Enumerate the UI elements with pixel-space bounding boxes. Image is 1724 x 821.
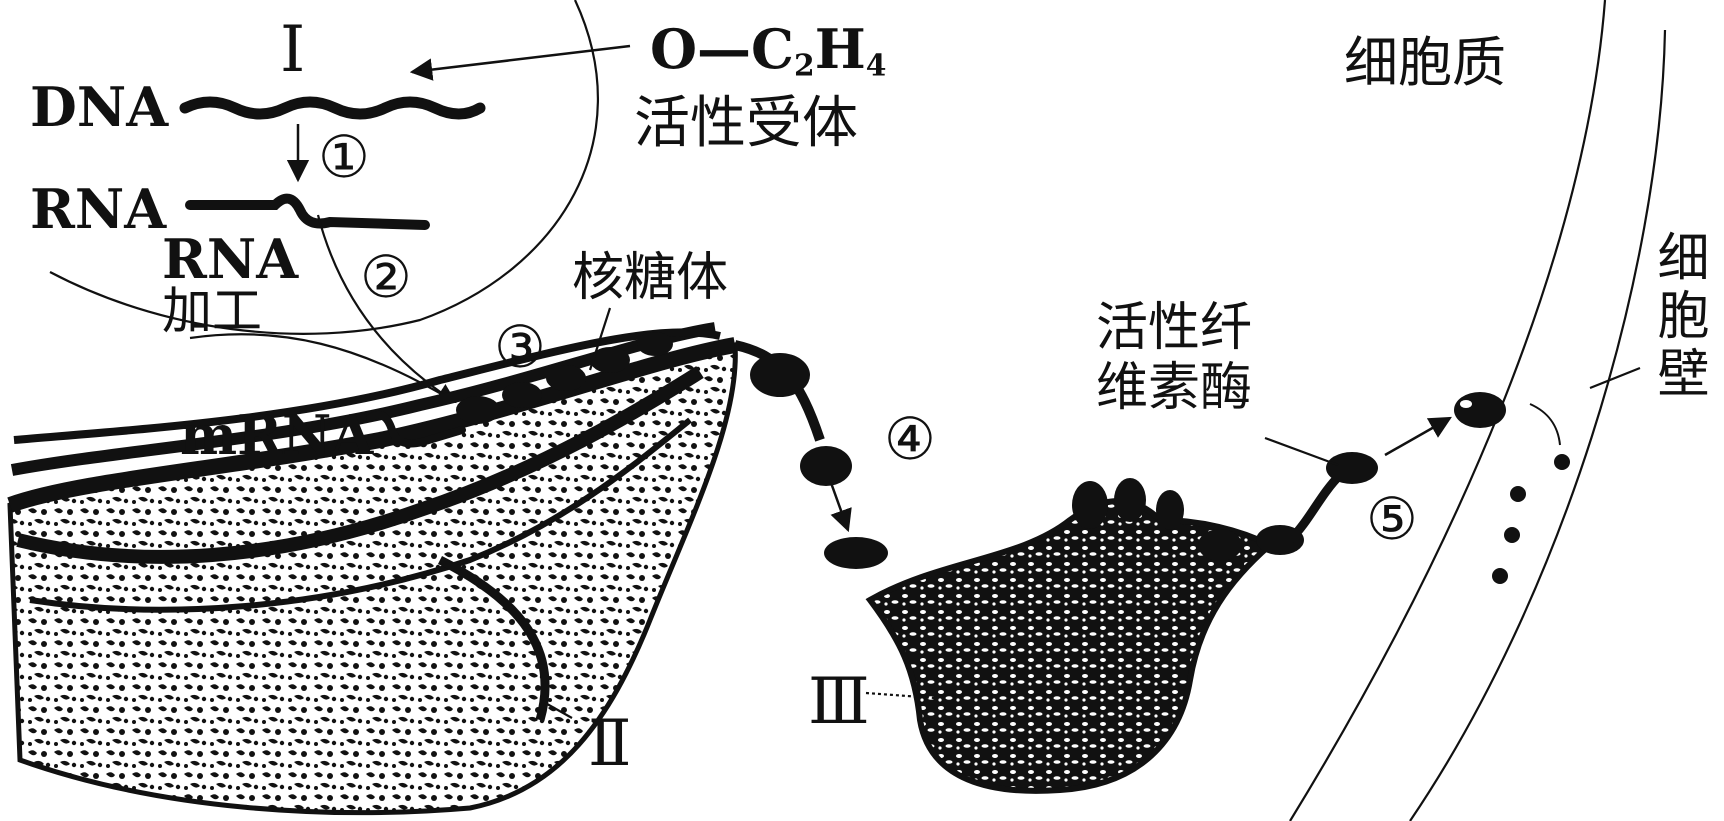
rna-strand	[185, 193, 430, 230]
leader-ii	[539, 699, 573, 719]
secreted-enzyme-dots	[1492, 403, 1570, 584]
arrow-processing-line	[189, 333, 456, 403]
label-structure-i: Ⅰ	[280, 13, 305, 87]
transport-vesicles	[733, 340, 888, 569]
leader-ribosome	[588, 307, 612, 371]
label-receptor: 活性受体	[634, 91, 858, 156]
plasma-membrane	[1289, 0, 1607, 821]
label-rna-processing-1: RNA	[162, 227, 299, 291]
cellulase-vesicles	[1286, 392, 1506, 544]
label-step-2: ②	[360, 243, 412, 311]
label-hormone: O—C2H4	[650, 17, 887, 84]
leader-cell-wall	[1589, 366, 1641, 390]
arrow-hormone-to-nucleus	[409, 44, 631, 81]
dna-strand	[179, 96, 486, 120]
label-cell-wall: 细胞壁	[1648, 230, 1708, 404]
nuclear-envelope-outer	[49, 0, 599, 335]
label-step-1: ①	[318, 123, 370, 191]
label-structure-ii: Ⅱ	[588, 707, 631, 781]
label-rna-processing-2: 加工	[162, 282, 262, 340]
label-step-3: ③	[494, 313, 546, 381]
label-ribosome: 核糖体	[572, 248, 729, 308]
label-step-4: ④	[884, 405, 936, 473]
arrow-er-to-golgi	[828, 479, 852, 533]
label-cytoplasm: 细胞质	[1344, 31, 1506, 94]
leader-cellulase	[1264, 436, 1339, 467]
label-step-5: ⑤	[1366, 485, 1418, 553]
golgi-apparatus	[865, 478, 1304, 794]
label-cellulase-2: 维素酶	[1096, 358, 1253, 418]
ribosomes	[456, 332, 673, 424]
label-cellulase-1: 活性纤	[1096, 298, 1253, 358]
arrow-golgi-to-membrane	[1384, 416, 1452, 457]
cell-wall-line	[1409, 29, 1667, 821]
label-rna: RNA	[30, 177, 167, 241]
label-dna: DNA	[30, 75, 169, 139]
label-mrna: mRNA	[180, 403, 374, 467]
endoplasmic-reticulum	[7, 322, 738, 816]
mrna-strand	[366, 411, 466, 448]
label-structure-iii: Ⅲ	[808, 665, 870, 739]
